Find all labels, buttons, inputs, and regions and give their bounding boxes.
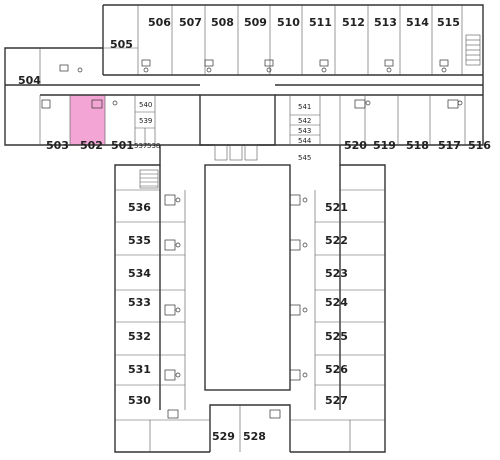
room-538-label[interactable]: 538 (147, 142, 160, 150)
room-529-label[interactable]: 529 (212, 430, 235, 443)
room-542-label[interactable]: 542 (298, 117, 311, 125)
top-wing-partitions (5, 5, 483, 161)
room-515-label[interactable]: 515 (437, 16, 460, 29)
room-536-label[interactable]: 536 (128, 201, 151, 214)
room-511-label[interactable]: 511 (309, 16, 332, 29)
room-507-label[interactable]: 507 (179, 16, 202, 29)
fixtures (41, 59, 463, 419)
room-526-label[interactable]: 526 (325, 363, 348, 376)
room-524-label[interactable]: 524 (325, 296, 348, 309)
room-539-label[interactable]: 539 (139, 117, 152, 125)
room-508-label[interactable]: 508 (211, 16, 234, 29)
room-510-label[interactable]: 510 (277, 16, 300, 29)
room-521-label[interactable]: 521 (325, 201, 348, 214)
room-543-label[interactable]: 543 (298, 127, 311, 135)
room-530-label[interactable]: 530 (128, 394, 151, 407)
room-533-label[interactable]: 533 (128, 296, 151, 309)
room-517-label[interactable]: 517 (438, 139, 461, 152)
room-519-label[interactable]: 519 (373, 139, 396, 152)
room-532-label[interactable]: 532 (128, 330, 151, 343)
room-labels: 506 507 508 509 510 511 512 513 514 515 … (18, 16, 491, 443)
room-516-label[interactable]: 516 (468, 139, 491, 152)
room-540-label[interactable]: 540 (139, 101, 152, 109)
room-525-label[interactable]: 525 (325, 330, 348, 343)
room-535-label[interactable]: 535 (128, 234, 151, 247)
room-541-label[interactable]: 541 (298, 103, 311, 111)
room-503-label[interactable]: 503 (46, 139, 69, 152)
room-528-label[interactable]: 528 (243, 430, 266, 443)
room-501-label[interactable]: 501 (111, 139, 134, 152)
room-505-label[interactable]: 505 (110, 38, 133, 51)
outer-walls (4, 4, 484, 453)
south-wing-partitions (115, 165, 385, 452)
room-504-label[interactable]: 504 (18, 74, 41, 87)
room-502-label[interactable]: 502 (80, 139, 103, 152)
room-513-label[interactable]: 513 (374, 16, 397, 29)
room-537-label[interactable]: 537 (134, 142, 147, 150)
room-522-label[interactable]: 522 (325, 234, 348, 247)
room-520-label[interactable]: 520 (344, 139, 367, 152)
room-534-label[interactable]: 534 (128, 267, 151, 280)
room-531-label[interactable]: 531 (128, 363, 151, 376)
room-506-label[interactable]: 506 (148, 16, 171, 29)
room-518-label[interactable]: 518 (406, 139, 429, 152)
room-523-label[interactable]: 523 (325, 267, 348, 280)
room-502-highlight (70, 95, 105, 145)
room-545-label[interactable]: 545 (298, 154, 311, 162)
room-527-label[interactable]: 527 (325, 394, 348, 407)
room-509-label[interactable]: 509 (244, 16, 267, 29)
room-514-label[interactable]: 514 (406, 16, 429, 29)
room-512-label[interactable]: 512 (342, 16, 365, 29)
room-544-label[interactable]: 544 (298, 137, 312, 145)
